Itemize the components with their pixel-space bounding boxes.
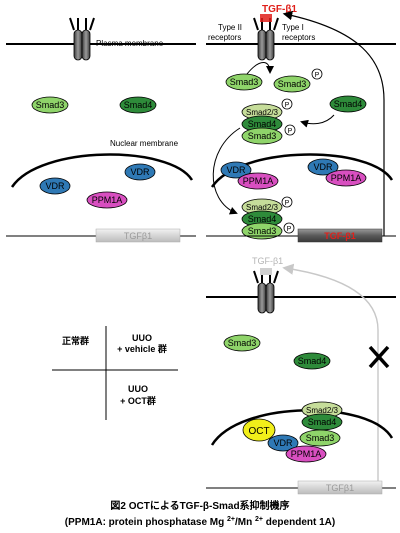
inhibition-x-icon (368, 345, 390, 369)
nuclear-complex-oct: Smad2/3 Smad4 Smad3 OCT VDR PPM1A (242, 401, 343, 463)
nuclear-membrane-arc (10, 153, 194, 188)
smad4-protein: Smad4 (119, 96, 157, 114)
figure-caption-line1: 図2 OCTによるTGF-β-Smad系抑制機序 (110, 499, 289, 512)
svg-text:P: P (285, 200, 290, 207)
svg-text:TGFβ1: TGFβ1 (124, 231, 152, 241)
svg-text:VDR: VDR (130, 167, 150, 177)
complex-arrow (300, 114, 335, 128)
svg-text:P: P (285, 102, 290, 109)
tgf-ligand-label: TGF-β1 (262, 4, 297, 15)
svg-text:OCT: OCT (248, 426, 269, 437)
smad3-protein: Smad3 (225, 73, 263, 91)
svg-text:VDR: VDR (226, 165, 246, 175)
svg-text:Smad4: Smad4 (248, 119, 277, 129)
svg-text:Smad3: Smad3 (248, 226, 277, 236)
svg-text:PPM1A: PPM1A (291, 449, 322, 459)
vdr-protein: VDR (124, 163, 156, 181)
ppm1a-protein: PPM1A (86, 191, 128, 209)
legend-uuo-oct-line1: UUO (128, 384, 148, 394)
svg-text:Smad3: Smad3 (248, 131, 277, 141)
feedback-arrow-faded (282, 263, 379, 488)
svg-text:Smad4: Smad4 (308, 417, 337, 427)
svg-text:P: P (287, 226, 292, 233)
svg-text:Smad3: Smad3 (230, 77, 259, 87)
figure-caption-line2: (PPM1A: protein phosphatase Mg 2+/Mn 2+ … (65, 516, 335, 528)
smad3-phospho-protein: Smad3 P (273, 68, 323, 93)
svg-text:PPM1A: PPM1A (92, 195, 123, 205)
svg-text:Smad2/3: Smad2/3 (246, 108, 279, 117)
svg-text:Smad4: Smad4 (298, 356, 327, 366)
svg-text:TGF-β1: TGF-β1 (324, 231, 356, 241)
receptor-icon (69, 17, 95, 61)
svg-text:TGFβ1: TGFβ1 (326, 483, 354, 493)
svg-text:Smad2/3: Smad2/3 (246, 203, 279, 212)
svg-text:Smad4: Smad4 (248, 214, 277, 224)
svg-text:P: P (288, 128, 293, 135)
smad3-protein: Smad3 (31, 96, 69, 114)
receptor-icon (253, 268, 279, 314)
tgfb1-gene-suppressed: TGFβ1 (297, 480, 383, 495)
legend-uuo-vehicle-line1: UUO (132, 333, 152, 343)
ppm1a-protein: PPM1A (325, 169, 367, 187)
ppm1a-protein: PPM1A (237, 172, 279, 190)
smad3-protein: Smad3 (223, 334, 261, 352)
vdr-protein: VDR (307, 158, 339, 176)
svg-text:PPM1A: PPM1A (331, 173, 362, 183)
smad-complex-cytoplasm: Smad2/3 P Smad4 Smad3 P (241, 98, 296, 145)
svg-text:Smad4: Smad4 (124, 100, 153, 110)
type1-receptor-label: Type I receptors (282, 23, 315, 42)
svg-text:VDR: VDR (313, 162, 333, 172)
tgf-ligand-label-faded: TGF-β1 (252, 256, 283, 266)
svg-text:Smad3: Smad3 (228, 338, 257, 348)
tgfb1-gene-active: TGF-β1 (297, 228, 383, 243)
svg-text:P: P (315, 72, 320, 79)
legend-uuo-oct-line2: + OCT群 (120, 395, 156, 406)
smad-complex-nucleus: Smad2/3 P Smad4 Smad3 P (241, 196, 295, 240)
tgfb1-gene-inactive: TGFβ1 (95, 228, 181, 243)
vdr-protein: VDR (39, 177, 71, 195)
svg-text:VDR: VDR (45, 181, 65, 191)
phosphorylation-arrow (246, 62, 274, 75)
legend-uuo-vehicle-line2: + vehicle 群 (117, 343, 167, 354)
svg-text:Smad4: Smad4 (334, 99, 363, 109)
svg-text:PPM1A: PPM1A (243, 176, 274, 186)
panel-uuo-vehicle: TGF-β1 Type II receptors Type I receptor… (206, 4, 396, 243)
smad4-protein: Smad4 (293, 352, 331, 370)
vdr-protein: VDR (220, 161, 252, 179)
svg-text:Smad3: Smad3 (306, 433, 335, 443)
feedback-arrow (282, 10, 385, 236)
smad4-protein: Smad4 (329, 95, 367, 113)
svg-text:Smad2/3: Smad2/3 (306, 406, 339, 415)
group-legend: 正常群 UUO + vehicle 群 UUO + OCT群 (52, 326, 178, 420)
panel-normal: Plasma membrane Smad3 Smad4 Nuclear memb… (6, 17, 196, 243)
receptor-icon (253, 14, 279, 61)
type2-receptor-label: Type II receptors (208, 23, 244, 42)
nuclear-translocation-arrow (212, 127, 241, 215)
nuclear-membrane-label: Nuclear membrane (110, 139, 179, 148)
svg-text:Smad3: Smad3 (36, 100, 65, 110)
legend-normal: 正常群 (62, 335, 89, 346)
svg-text:Smad3: Smad3 (278, 79, 307, 89)
svg-text:VDR: VDR (273, 438, 293, 448)
plasma-membrane-label: Plasma membrane (96, 39, 164, 48)
panel-uuo-oct: TGF-β1 Smad3 Smad4 Smad2/3 Smad4 Smad (206, 256, 396, 495)
